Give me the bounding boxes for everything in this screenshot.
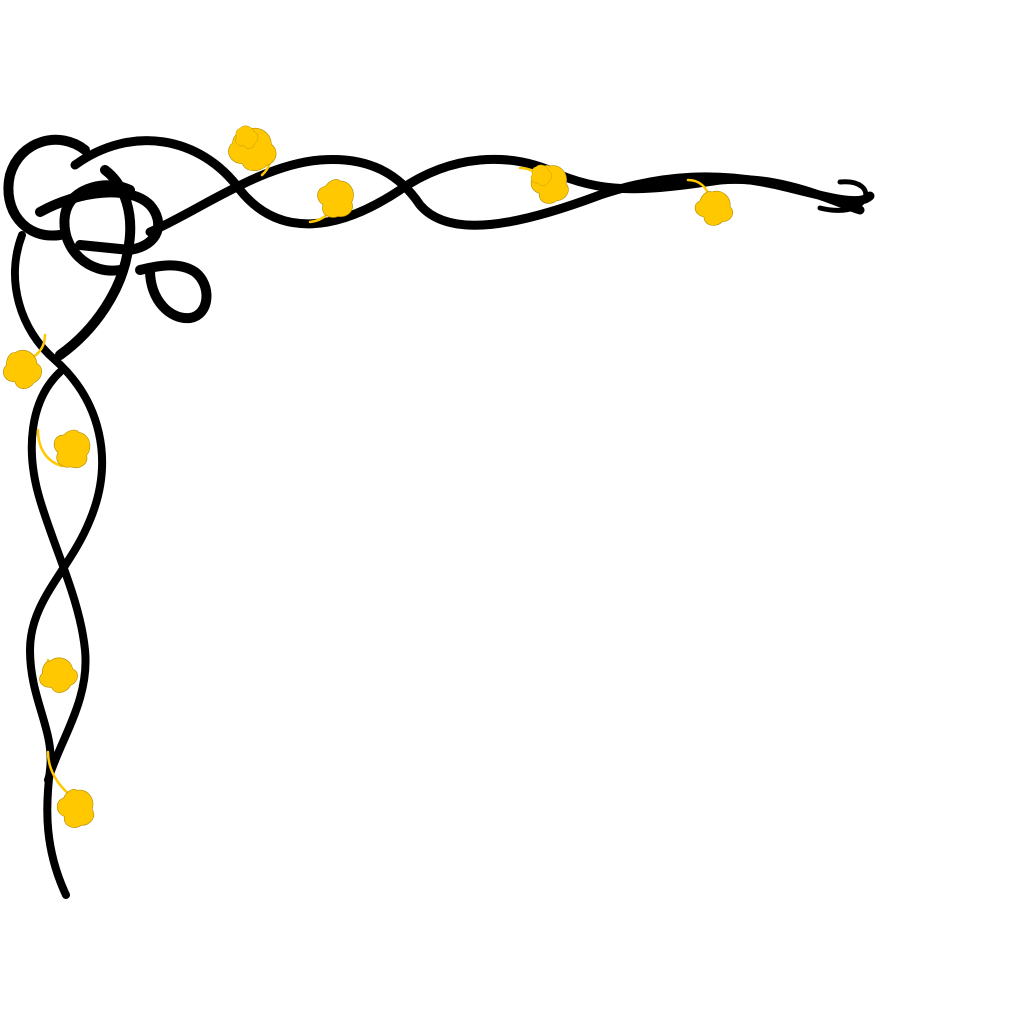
leaves [3,125,734,828]
top-vine-tip [817,179,869,213]
leaf-icon [39,657,78,693]
leaf-icon [3,349,42,389]
knot-outer-loop [3,134,90,241]
knot-cross-band [35,187,164,255]
top-vine-strand-lower [145,154,875,237]
left-vine-strand-b [27,368,90,784]
tendril-6 [36,428,64,468]
leaf-icon [53,429,91,468]
leaf-icon [694,190,734,226]
knot-arc [55,165,136,360]
knot-curl [135,260,212,324]
knot-inner-loop [59,180,135,276]
top-vine [70,136,875,237]
leaf-icon [235,125,259,149]
leaf-icon [56,789,95,828]
celtic-knot [3,134,212,360]
leaf-icon [530,164,553,186]
leaf-icon [317,179,354,218]
